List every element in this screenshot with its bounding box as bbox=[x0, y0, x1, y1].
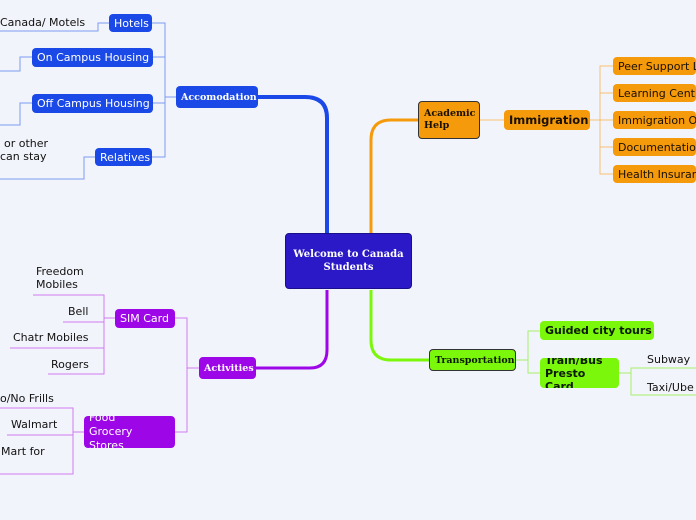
food-label-1: Food bbox=[89, 416, 116, 424]
academic-item-2[interactable]: Immigration O bbox=[613, 111, 696, 129]
academic-item-4[interactable]: Health Insuran bbox=[613, 165, 696, 183]
train-bus-label-1: Train/Bus bbox=[545, 358, 603, 367]
train-bus-label-2: Presto Card bbox=[545, 366, 586, 389]
relatives-leaf-text-2: can stay bbox=[0, 150, 47, 163]
activities-node[interactable]: Activities bbox=[199, 357, 256, 379]
academic-item-label: Health Insuran bbox=[618, 167, 696, 181]
academic-item-label: Peer Support L bbox=[618, 59, 696, 73]
central-topic[interactable]: Welcome to Canada Students bbox=[285, 233, 412, 289]
guided-tours-node[interactable]: Guided city tours bbox=[540, 321, 654, 340]
academic-item-label: Immigration O bbox=[618, 113, 696, 127]
relatives-node[interactable]: Relatives bbox=[95, 148, 152, 166]
activities-label: Activities bbox=[204, 362, 254, 374]
accomodation-label: Accomodation bbox=[181, 91, 257, 103]
academic-item-label: Documentatio bbox=[618, 140, 696, 154]
food-item-walmart: Walmart bbox=[11, 418, 58, 431]
central-topic-label: Welcome to Canada Students bbox=[293, 249, 404, 273]
sim-item-chatr: Chatr Mobiles bbox=[13, 331, 89, 344]
academic-item-1[interactable]: Learning Centr bbox=[613, 84, 696, 102]
accomodation-node[interactable]: Accomodation bbox=[176, 86, 258, 108]
sim-card-label: SIM Card bbox=[120, 312, 169, 325]
sim-card-node[interactable]: SIM Card bbox=[115, 309, 175, 328]
off-campus-label: Off Campus Housing bbox=[37, 97, 150, 110]
hotels-leaf-text: Canada/ Motels bbox=[0, 16, 86, 29]
sim-item-rogers: Rogers bbox=[51, 358, 89, 371]
academic-label-2: Help bbox=[424, 120, 450, 131]
hotels-label: Hotels bbox=[114, 16, 149, 30]
subway-text: Subway bbox=[647, 353, 691, 366]
on-campus-housing-node[interactable]: On Campus Housing bbox=[32, 48, 153, 67]
immigration-node[interactable]: Immigration bbox=[504, 110, 590, 130]
sim-item-bell: Bell bbox=[68, 305, 89, 318]
relatives-leaf-text-1: or other bbox=[4, 137, 49, 150]
academic-item-label: Learning Centr bbox=[618, 86, 696, 100]
guided-tours-label: Guided city tours bbox=[545, 324, 652, 337]
transportation-label: Transportation bbox=[435, 354, 515, 366]
sim-item-mobiles: Mobiles bbox=[36, 278, 78, 291]
academic-item-0[interactable]: Peer Support L bbox=[613, 57, 696, 75]
academic-item-3[interactable]: Documentatio bbox=[613, 138, 696, 156]
food-label-2: Grocery Stores bbox=[89, 425, 133, 448]
hotels-node[interactable]: Hotels bbox=[109, 14, 152, 32]
transportation-node[interactable]: Transportation bbox=[429, 349, 516, 371]
relatives-label: Relatives bbox=[100, 150, 151, 164]
on-campus-label: On Campus Housing bbox=[37, 51, 150, 64]
immigration-label: Immigration bbox=[509, 113, 589, 127]
food-item-nofrills: o/No Frills bbox=[0, 392, 54, 405]
off-campus-housing-node[interactable]: Off Campus Housing bbox=[32, 94, 153, 113]
taxi-text: Taxi/Ube bbox=[647, 381, 694, 394]
food-item-mart: Mart for bbox=[1, 445, 45, 458]
academic-label-1: Academic bbox=[424, 108, 476, 119]
sim-item-freedom: Freedom bbox=[36, 265, 84, 278]
